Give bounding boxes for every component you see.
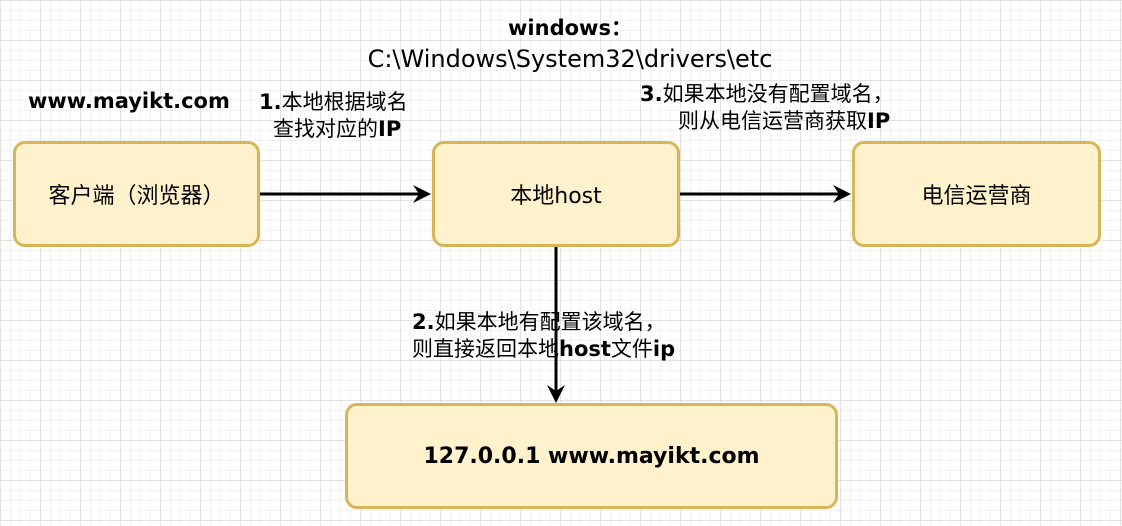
step3-label: 3.如果本地没有配置域名， 则从电信运营商获取IP	[640, 81, 894, 135]
step2-text2: 则直接返回本地	[412, 337, 559, 361]
step2-line1: 2.如果本地有配置该域名，	[412, 309, 675, 336]
client-browser-label: 客户端（浏览器）	[48, 184, 225, 209]
step2-ip: ip	[652, 337, 676, 361]
isp-node[interactable]: 电信运营商	[852, 141, 1101, 247]
isp-label: 电信运营商	[921, 184, 1032, 209]
step1-text2: 查找对应的	[273, 117, 378, 141]
local-host-label: 本地host	[510, 184, 602, 209]
step3-line2: 则从电信运营商获取IP	[640, 108, 894, 135]
client-browser-node[interactable]: 客户端（浏览器）	[13, 141, 260, 247]
step3-text: 如果本地没有配置域名，	[662, 82, 894, 106]
step2-text: 如果本地有配置该域名，	[434, 310, 666, 334]
step2-line2: 则直接返回本地host文件ip	[412, 336, 675, 363]
step2-label: 2.如果本地有配置该域名， 则直接返回本地host文件ip	[412, 309, 675, 363]
os-title: windows：	[508, 16, 632, 40]
step1-number: 1.	[259, 90, 282, 114]
step2-number: 2.	[412, 310, 435, 334]
step2-text3: 文件	[610, 337, 653, 361]
hosts-entry-node[interactable]: 127.0.0.1 www.mayikt.com	[345, 403, 838, 509]
step1-ip: IP	[378, 117, 402, 141]
hosts-entry-label: 127.0.0.1 www.mayikt.com	[423, 443, 760, 469]
step3-line1: 3.如果本地没有配置域名，	[640, 81, 894, 108]
step3-ip: IP	[867, 109, 891, 133]
local-host-node[interactable]: 本地host	[432, 141, 680, 247]
step1-line2: 查找对应的IP	[259, 116, 408, 143]
domain-label: www.mayikt.com	[28, 89, 230, 113]
step3-number: 3.	[640, 82, 663, 106]
step1-label: 1.本地根据域名 查找对应的IP	[259, 89, 408, 143]
hosts-file-path: C:\Windows\System32\drivers\etc	[367, 45, 773, 73]
step1-line1: 1.本地根据域名	[259, 89, 408, 116]
step2-host: host	[559, 337, 611, 361]
step3-text2: 则从电信运营商获取	[678, 109, 867, 133]
step1-text: 本地根据域名	[281, 90, 408, 114]
